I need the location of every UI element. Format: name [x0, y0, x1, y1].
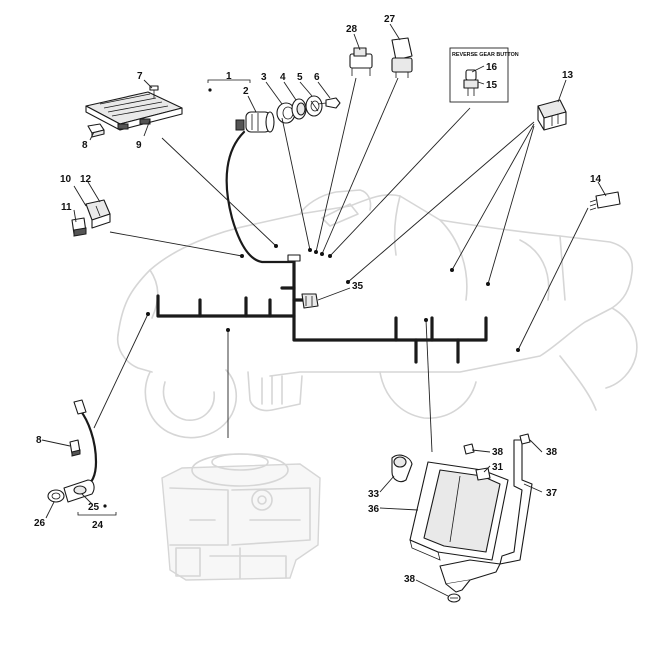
relay-13: [537, 99, 567, 131]
ignition-washer-4: [291, 98, 307, 120]
circuit-board-9: [85, 91, 183, 131]
label-33: 33: [368, 489, 380, 500]
label-4: 4: [280, 72, 286, 83]
label-16: 16: [486, 62, 498, 73]
bracket-1: [207, 79, 251, 83]
fuse-26: [47, 489, 65, 503]
label-8-top: 8: [82, 140, 88, 151]
label-26: 26: [34, 518, 46, 529]
switch-27: [391, 37, 413, 78]
sensor-14: [589, 191, 621, 211]
label-38-a: 38: [492, 447, 504, 458]
label-15: 15: [486, 80, 498, 91]
switch-28: [349, 47, 373, 76]
ignition-key-6: [317, 97, 341, 109]
cover-33: [391, 454, 413, 483]
connector-8-top: [87, 123, 105, 138]
label-27: 27: [384, 14, 396, 25]
screw-7: [149, 85, 159, 98]
label-7: 7: [137, 71, 143, 82]
screw-38-c: [447, 593, 461, 603]
label-5: 5: [297, 72, 303, 83]
screw-38-a: [463, 443, 475, 455]
label-28: 28: [346, 24, 358, 35]
leader-lines: [41, 23, 607, 597]
label-12: 12: [80, 174, 92, 185]
tractor-body-outline: [116, 189, 638, 439]
fuse-holder-25: [63, 479, 95, 503]
label-8-bottom: 8: [36, 435, 42, 446]
battery-terminal-31: [475, 467, 491, 481]
label-13: 13: [562, 70, 574, 81]
label-14: 14: [590, 174, 602, 185]
main-wiring-harness: [156, 130, 488, 364]
label-38-b: 38: [546, 447, 558, 458]
label-25: 25: [88, 502, 100, 513]
fuse-holder-8: [69, 439, 81, 457]
label-1: 1: [226, 71, 232, 82]
bracket-24: [77, 512, 117, 516]
battery-strap-37: [439, 439, 533, 593]
harness-junction-clip: [287, 254, 301, 262]
label-10: 10: [60, 174, 72, 185]
harness-clip-35: [301, 293, 319, 309]
label-24: 24: [92, 520, 104, 531]
label-11: 11: [61, 202, 72, 213]
inset-title: REVERSE GEAR BUTTON: [452, 52, 519, 58]
engine-outline: [161, 453, 321, 581]
label-2: 2: [243, 86, 249, 97]
label-6: 6: [314, 72, 320, 83]
connector-10-12: [85, 199, 111, 229]
reverse-gear-inset: REVERSE GEAR BUTTON: [449, 47, 519, 103]
ignition-switch-2: [235, 111, 275, 133]
connector-11: [71, 217, 87, 237]
ignition-ring-5: [305, 95, 323, 117]
label-31: 31: [492, 462, 504, 473]
label-3: 3: [261, 72, 267, 83]
label-35: 35: [352, 281, 364, 292]
label-37: 37: [546, 488, 558, 499]
screw-38-b: [519, 433, 531, 445]
label-38-c: 38: [404, 574, 416, 585]
part-labels: 1 2 3 4 5 6 7 8 9 10 11 12 13 14 15 16 2…: [34, 14, 602, 585]
label-9: 9: [136, 140, 142, 151]
label-36: 36: [368, 504, 380, 515]
battery-box-36: [409, 461, 509, 561]
